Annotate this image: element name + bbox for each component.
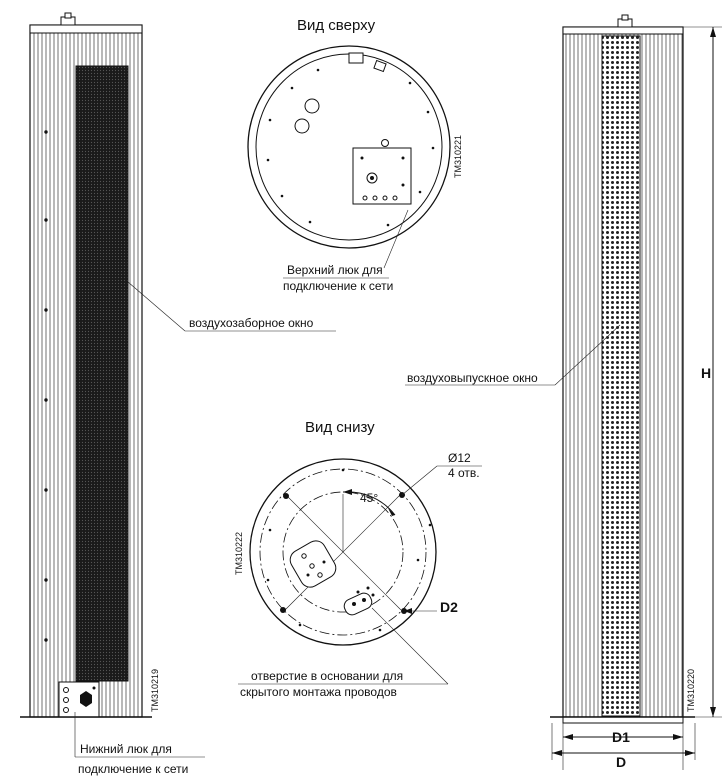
hatch-plate-bottom (289, 540, 337, 588)
angle-label: 45° (360, 491, 378, 505)
top-view-title: Вид сверху (297, 17, 376, 34)
left-drawing-code: TM310219 (150, 669, 160, 712)
left-side-rivets (44, 130, 48, 642)
d-label: D (616, 754, 626, 770)
top-view-drawing-code: TM310221 (453, 135, 463, 178)
d2-dimension-label: D2 (440, 599, 458, 615)
base-hole-label-line2: скрытого монтажа проводов (240, 685, 397, 699)
hole-count-label: 4 отв. (448, 466, 480, 480)
top-hatch-label-line2: подключение к сети (283, 279, 393, 293)
bottom-hatch (58, 681, 100, 718)
top-hatch-plate (352, 147, 412, 205)
left-column-unit: TM310219 (20, 12, 160, 718)
bottom-hatch-label-line2: подключение к сети (78, 762, 188, 776)
base-hole-label-line1: отверстие в основании для (251, 669, 403, 683)
intake-window-label: воздухозаборное окно (189, 316, 314, 330)
hole-diameter-label: Ø12 (448, 451, 471, 465)
height-dimension: H (683, 26, 722, 718)
bottom-view: Вид снизу 45° (234, 419, 482, 699)
right-column-unit: TM310220 (550, 14, 696, 724)
diameter-dimensions: D1 D (551, 723, 696, 770)
bottom-hatch-label-line1: Нижний люк для (80, 742, 172, 756)
outlet-window-label: воздуховыпускное окно (407, 371, 538, 385)
height-label: H (701, 365, 711, 381)
bottom-view-drawing-code: TM310222 (234, 532, 244, 575)
top-view: Вид сверху (247, 17, 463, 293)
bottom-view-rivets (266, 468, 432, 632)
top-view-rivets (266, 68, 435, 227)
base-wire-hole (343, 586, 375, 616)
right-drawing-code: TM310220 (686, 669, 696, 712)
d1-label: D1 (612, 729, 630, 745)
top-hatch-label-line1: Верхний люк для (287, 263, 383, 277)
bottom-view-title: Вид снизу (305, 419, 375, 436)
